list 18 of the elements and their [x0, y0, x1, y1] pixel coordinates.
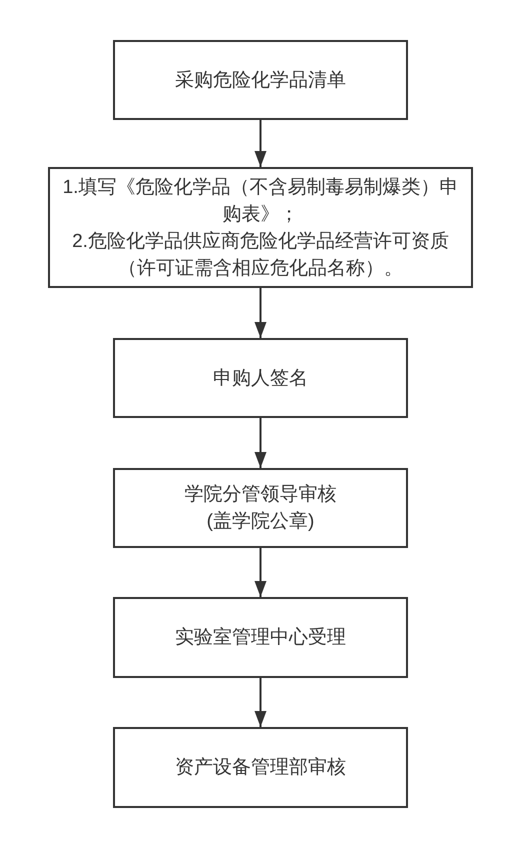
arrow: [254, 120, 266, 167]
process-box: [113, 40, 408, 120]
step-text: 2.危险化学品供应商危险化学品经营许可资质（许可证需含相应危化品名称）。: [71, 230, 450, 280]
process-box: [113, 468, 408, 548]
process-box: [48, 167, 473, 288]
process-box: [113, 338, 408, 418]
step-text: 采购危险化学品清单: [175, 68, 346, 92]
step-text: 1.填写《危险化学品（不含易制毒易制爆类）申购表》；: [62, 176, 460, 226]
process-box: [113, 727, 408, 808]
step-text: 实验室管理中心受理: [175, 626, 346, 650]
process-box: [113, 597, 408, 678]
arrow: [254, 678, 266, 727]
step-text: 资产设备管理部审核: [175, 756, 346, 780]
step-text: 申购人签名: [213, 366, 308, 390]
arrow: [254, 548, 266, 597]
arrow: [254, 418, 266, 468]
step-text: 学院分管领导审核(盖学院公章): [183, 483, 338, 534]
arrow: [254, 288, 266, 338]
